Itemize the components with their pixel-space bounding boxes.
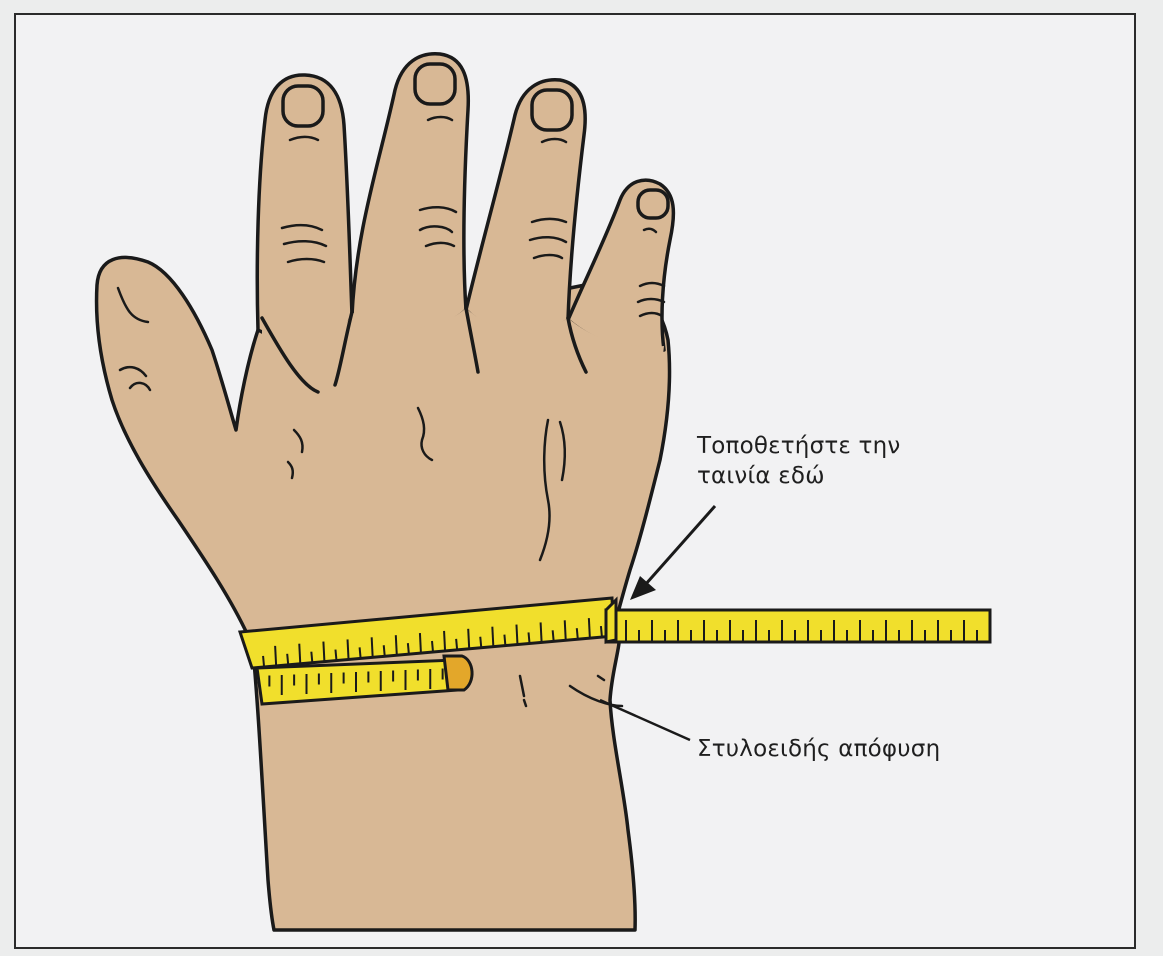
tape-tick	[541, 622, 542, 642]
tape-tick	[480, 637, 481, 648]
tape-tick	[384, 645, 385, 656]
tape-tick	[372, 637, 373, 657]
tape-tick	[263, 656, 264, 667]
tape-tick	[589, 618, 590, 638]
place-tape-label: Τοποθετήστε την ταινία εδώ	[697, 431, 900, 491]
tape-tick	[601, 626, 602, 637]
tape-tick	[553, 630, 554, 641]
tape-tick	[492, 627, 493, 647]
tape-tick	[323, 642, 324, 662]
tape-tab	[444, 656, 472, 690]
tape-tick	[444, 631, 445, 651]
tape-tick	[348, 639, 349, 659]
tape-tick	[577, 628, 578, 639]
little-nail	[638, 190, 668, 218]
tape-tick	[311, 652, 312, 663]
styloid-process-label: Στυλοειδής απόφυση	[697, 734, 940, 764]
tape-tick	[360, 647, 361, 658]
hand-illustration	[97, 54, 674, 930]
tape-tick	[516, 625, 517, 645]
tape-tick	[468, 629, 469, 649]
tape-tick	[275, 646, 276, 666]
ring-nail	[532, 90, 572, 130]
tape-tick	[420, 633, 421, 653]
tape-tick	[408, 643, 409, 654]
tape-tick	[529, 632, 530, 643]
place-tape-line2: ταινία εδώ	[697, 461, 900, 491]
index-nail	[283, 86, 323, 126]
place-tape-line1: Τοποθετήστε την	[697, 431, 900, 461]
tape-tick	[432, 641, 433, 652]
tape-tick	[396, 635, 397, 655]
tape-tick	[456, 639, 457, 650]
tape-tick	[299, 644, 300, 664]
tape-tick	[335, 650, 336, 661]
middle-nail	[415, 64, 455, 104]
tape-extension	[606, 610, 990, 642]
tape-tick	[565, 620, 566, 640]
tape-tick	[287, 654, 288, 665]
tape-tick	[504, 635, 505, 646]
